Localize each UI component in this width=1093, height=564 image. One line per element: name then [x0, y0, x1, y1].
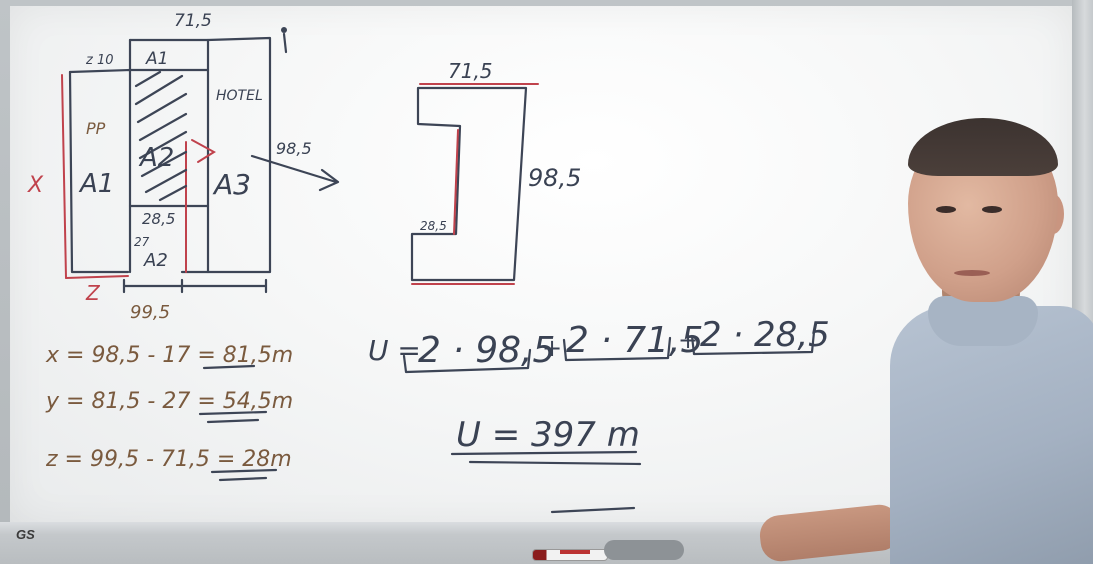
plan-dimension-bottom	[122, 278, 268, 294]
label-pp: PP	[86, 119, 106, 138]
shape-label-right: 98,5	[528, 164, 581, 192]
equation-u-term2: 2 · 71,5	[566, 320, 703, 361]
equation-term3-bracket	[690, 330, 816, 356]
plan-outline-left	[68, 70, 130, 274]
label-98-5-arrow: 98,5	[276, 139, 312, 158]
presenter-collar	[928, 296, 1038, 346]
label-z: Z	[85, 281, 101, 305]
whiteboard-logo: GS	[16, 527, 35, 542]
equation-term1-bracket	[402, 348, 532, 374]
label-hotel: HOTEL	[216, 88, 263, 104]
presenter-eye-left	[936, 206, 956, 213]
label-99-5: 99,5	[130, 302, 170, 323]
shape-label-inner: 28,5	[420, 219, 447, 233]
perimeter-shape: 71,5 98,5 28,5	[410, 59, 581, 285]
equation-u-prefix: U =	[368, 334, 421, 367]
plan-red-outline-left	[61, 74, 67, 279]
equation-x-underline	[202, 364, 256, 370]
equation-x: x = 98,5 - 17 = 81,5m	[45, 343, 293, 368]
equation-result-underline	[450, 450, 642, 466]
equation-u-term1: 2 · 98,5	[418, 330, 555, 371]
eraser	[604, 540, 684, 560]
shape-red-inner	[453, 129, 459, 235]
shape-label-top: 71,5	[448, 59, 493, 83]
presenter	[757, 110, 1093, 564]
equation-y-underline	[198, 410, 268, 424]
presenter-hair	[908, 118, 1058, 176]
label-a2: A2	[138, 143, 174, 173]
label-28-5-left: 28,5	[142, 210, 175, 228]
plan-pin	[282, 32, 288, 54]
equations-left: x = 98,5 - 17 = 81,5m y = 81,5 - 27 = 54…	[45, 343, 293, 482]
equation-perimeter: U = 2 · 98,5 + 2 · 71,5 + 2 · 28,5 U = 3…	[368, 315, 830, 514]
equation-u-term3: 2 · 28,5	[700, 315, 830, 355]
equation-z-underline	[210, 468, 278, 482]
label-top-dimension: 71,5	[174, 11, 212, 31]
plan-hotel-box	[180, 36, 272, 274]
plan-red-y-mark	[191, 139, 216, 163]
label-a1-big: A1	[78, 169, 114, 199]
floor-plan	[61, 27, 340, 294]
plan-red-bottom	[65, 275, 129, 279]
equation-u-result: U = 397 m	[456, 415, 640, 455]
plan-pin-dot	[281, 27, 287, 33]
equation-term2-bracket	[562, 336, 672, 362]
label-x: X	[27, 173, 44, 198]
presenter-eye-right	[982, 206, 1002, 213]
label-27: 27	[134, 235, 150, 249]
equation-y: y = 81,5 - 27 = 54,5m	[45, 389, 293, 414]
equation-z: z = 99,5 - 71,5 = 28m	[45, 447, 292, 472]
marker-label	[560, 550, 590, 554]
equation-u-plus1: +	[542, 334, 562, 362]
label-a1: A1	[145, 49, 168, 69]
equation-u-plus2: +	[678, 326, 698, 354]
plan-top-edge	[68, 68, 132, 74]
label-a3: A3	[212, 168, 251, 201]
presenter-mouth	[954, 270, 990, 276]
plan-labels: 71,5 z 10 A1 PP HOTEL A2 X A1 A3 28,5 27…	[27, 11, 312, 323]
presenter-shirt	[890, 306, 1093, 564]
shape-outline	[410, 86, 528, 282]
stray-line	[550, 506, 636, 514]
label-a2-lower: A2	[143, 250, 168, 271]
plan-arrow	[250, 154, 340, 192]
plan-hatching	[134, 70, 188, 202]
label-z-small: z 10	[85, 53, 114, 68]
